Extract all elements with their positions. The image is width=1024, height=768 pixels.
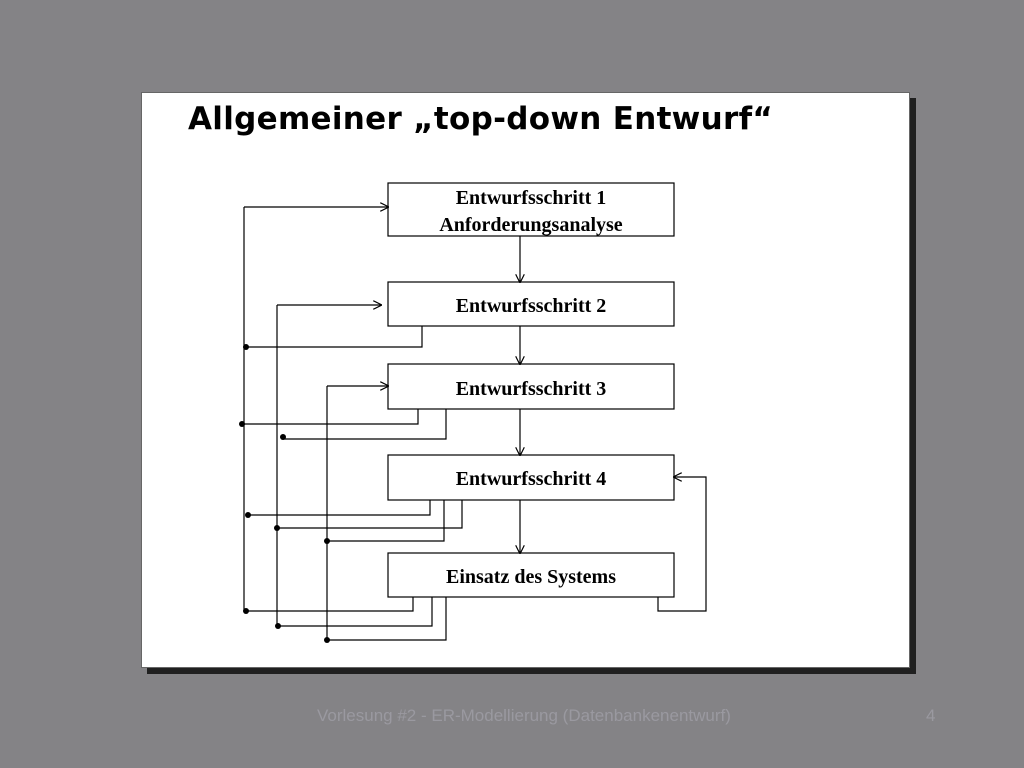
step-1-sublabel: Anforderungsanalyse — [439, 214, 622, 236]
step-5-label: Einsatz des Systems — [446, 566, 616, 588]
step-box-3 — [387, 363, 675, 410]
flow-diagram: Entwurfsschritt 1 Anforderungsanalyse En… — [239, 182, 707, 643]
step-box-5 — [387, 552, 675, 598]
slide-title: Allgemeiner „top-down Entwurf“ — [188, 101, 774, 137]
step-3-label: Entwurfsschritt 3 — [456, 378, 607, 400]
step-2-label: Entwurfsschritt 2 — [456, 295, 607, 317]
page-number: 4 — [926, 706, 936, 725]
slide: Allgemeiner „top-down Entwurf“ Entwurfss… — [141, 92, 910, 668]
junction-dots — [239, 344, 330, 643]
feedback-lines — [242, 207, 707, 641]
step-box-4 — [387, 454, 675, 501]
step-4-label: Entwurfsschritt 4 — [456, 468, 607, 490]
step-box-1 — [387, 182, 675, 237]
step-box-2 — [387, 281, 675, 327]
footer-text: Vorlesung #2 - ER-Modellierung (Datenban… — [317, 706, 731, 725]
step-1-label: Entwurfsschritt 1 — [456, 187, 607, 209]
